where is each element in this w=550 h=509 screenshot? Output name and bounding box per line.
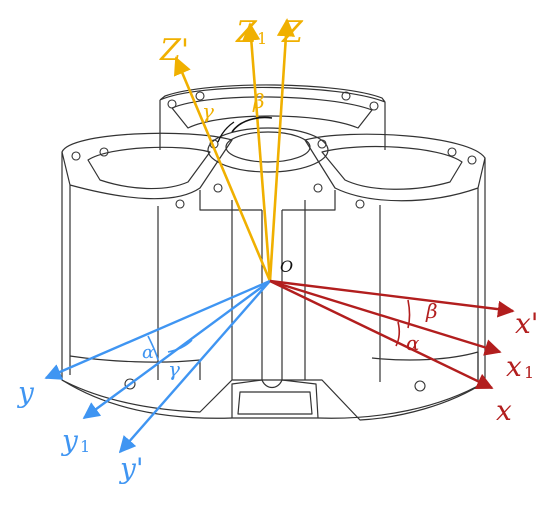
x-prime-label: x' xyxy=(515,307,539,340)
x-prime-axis xyxy=(269,279,515,318)
mechanical-part-drawing xyxy=(61,84,486,421)
left-lobe-pocket xyxy=(87,146,211,190)
x-axis xyxy=(269,279,494,390)
left-body-side xyxy=(61,152,262,413)
bolt-hole xyxy=(414,380,426,392)
bolt-hole xyxy=(317,139,327,149)
bolt-hole xyxy=(369,101,379,111)
z-label: Z xyxy=(281,15,304,50)
bolt-hole xyxy=(447,147,457,157)
front-bottom-pocket xyxy=(231,379,319,419)
x1-axis xyxy=(269,279,502,356)
y-axis xyxy=(44,279,271,380)
x-axes-group xyxy=(269,279,515,390)
bolt-hole xyxy=(313,183,323,193)
bolt-hole xyxy=(213,183,223,193)
bottom-rim xyxy=(61,379,486,419)
y-label: y xyxy=(16,376,35,409)
x1-label: x xyxy=(506,350,522,383)
right-lobe-top xyxy=(304,133,486,202)
x-beta-arc xyxy=(407,299,411,329)
bolt-hole xyxy=(167,99,177,109)
bolt-hole xyxy=(124,378,136,390)
y1-label: y xyxy=(60,424,79,457)
x-label: x xyxy=(496,394,512,427)
z-axis xyxy=(268,18,296,282)
y-alpha-label: α xyxy=(142,342,154,363)
left-lobe-top xyxy=(61,132,233,200)
z-prime-label: Z' xyxy=(159,33,189,68)
bolt-hole xyxy=(195,91,205,101)
z-beta-arc xyxy=(231,116,273,133)
z-beta-label: β xyxy=(252,89,265,113)
y-prime-axis xyxy=(118,280,271,454)
y-gamma-label: γ xyxy=(168,357,180,381)
z-gamma-label: γ xyxy=(202,99,214,123)
right-lobe-pocket xyxy=(321,145,463,190)
right-body-face xyxy=(282,190,381,382)
bolt-hole xyxy=(71,151,81,161)
z1-label: Z xyxy=(235,15,258,50)
lower-left-pocket xyxy=(69,355,201,380)
front-groove xyxy=(261,210,283,389)
bolt-hole xyxy=(355,199,365,209)
bolt-hole xyxy=(175,199,185,209)
z-axes-group xyxy=(173,18,296,282)
central-hub-bore xyxy=(225,131,311,163)
x-alpha-label: α xyxy=(406,331,420,355)
bolt-hole xyxy=(467,155,477,165)
bolt-holes xyxy=(71,91,477,392)
y-gamma-arc xyxy=(167,339,193,353)
y-prime-label: y' xyxy=(118,452,144,485)
x-beta-label: β xyxy=(425,299,438,323)
z1-axis xyxy=(242,22,272,282)
z-prime-axis xyxy=(173,56,272,282)
back-lobe-outline xyxy=(159,84,386,150)
bolt-hole xyxy=(99,147,109,157)
z1-subscript: 1 xyxy=(257,29,267,48)
right-body-side xyxy=(282,158,486,421)
back-lobe-inner-pocket xyxy=(171,96,373,129)
y-alpha-arc xyxy=(147,335,159,361)
bolt-hole xyxy=(341,91,351,101)
origin-label: O xyxy=(280,257,293,276)
z-gamma-arc xyxy=(217,121,235,143)
x-alpha-arc xyxy=(395,321,401,347)
x1-subscript: 1 xyxy=(524,363,534,382)
y1-subscript: 1 xyxy=(80,437,90,456)
